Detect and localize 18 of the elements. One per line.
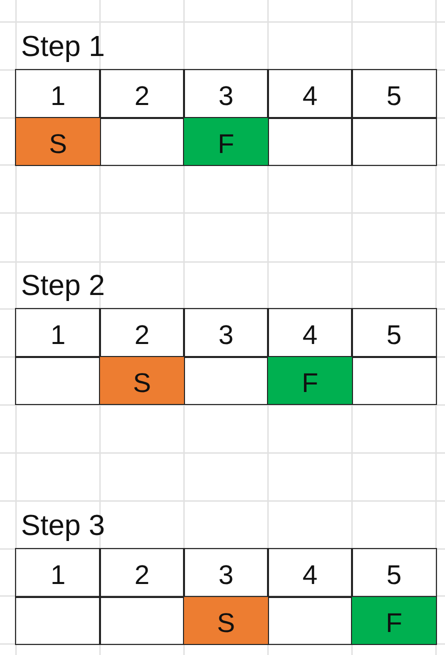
highlighted-cell: S bbox=[99, 356, 185, 405]
highlighted-cell: F bbox=[351, 596, 437, 645]
header-cell: 4 bbox=[267, 548, 353, 598]
header-cell: 4 bbox=[267, 69, 353, 119]
step-heading: Step 1 bbox=[21, 33, 105, 62]
header-cell: 2 bbox=[99, 69, 185, 119]
header-cell: 3 bbox=[183, 308, 269, 358]
header-cell: 5 bbox=[351, 308, 437, 358]
header-cell: 1 bbox=[15, 548, 101, 598]
header-cell: 5 bbox=[351, 69, 437, 119]
step-heading: Step 3 bbox=[21, 512, 105, 541]
highlighted-cell: S bbox=[183, 596, 269, 645]
header-cell: 1 bbox=[15, 308, 101, 358]
highlighted-cell: S bbox=[15, 117, 101, 166]
header-cell: 2 bbox=[99, 548, 185, 598]
highlighted-cell: F bbox=[267, 356, 353, 405]
step-heading: Step 2 bbox=[21, 272, 105, 301]
highlighted-cell: F bbox=[183, 117, 269, 166]
